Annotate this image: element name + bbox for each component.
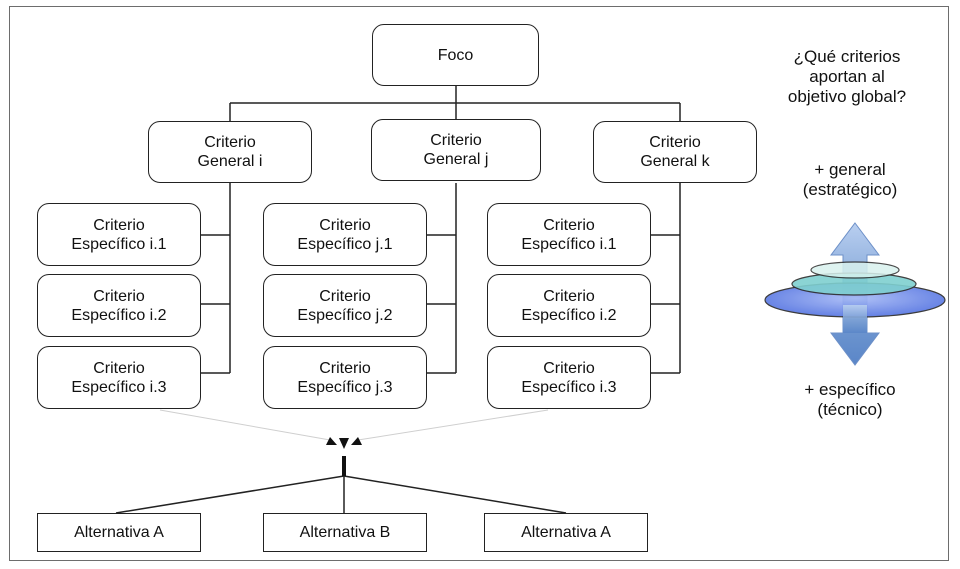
alternative-label: Alternativa B	[299, 524, 391, 541]
node-line: General j	[423, 151, 489, 168]
focus-node: Foco	[372, 24, 539, 86]
scale-bottom-label: + específico (técnico)	[770, 380, 930, 420]
node-line: Específico i.3	[521, 378, 617, 396]
node-line: Criterio	[93, 359, 145, 377]
node-line: Criterio	[543, 216, 595, 234]
scale-bottom-line: (técnico)	[817, 400, 883, 419]
node-line: Criterio	[543, 359, 595, 377]
node-line: Criterio	[319, 287, 371, 305]
alternative-label: Alternativa A	[521, 524, 611, 541]
node-line: Criterio	[649, 134, 701, 151]
scale-top-label: + general (estratégico)	[770, 160, 930, 200]
node-line: Criterio	[93, 287, 145, 305]
question-line: ¿Qué criterios	[793, 47, 901, 66]
diagram-frame	[9, 6, 949, 561]
node-line: General i	[197, 153, 263, 170]
focus-label: Foco	[437, 46, 474, 64]
node-line: Criterio	[319, 359, 371, 377]
node-line: Específico i.1	[71, 235, 167, 253]
question-line: objetivo global?	[787, 87, 907, 106]
node-line: Criterio	[543, 287, 595, 305]
scale-bottom-line: + específico	[804, 380, 896, 399]
node-line: Específico i.1	[521, 235, 617, 253]
scale-top-line: + general	[814, 160, 886, 179]
node-line: General k	[640, 153, 710, 170]
node-line: Específico j.1	[297, 235, 393, 253]
node-line: Específico i.2	[71, 306, 167, 324]
alternative-a-left: Alternativa A	[37, 513, 201, 552]
node-line: Específico i.3	[71, 378, 167, 396]
alternative-label: Alternativa A	[74, 524, 164, 541]
node-line: Criterio	[204, 134, 256, 151]
hierarchy-scale-graphic	[764, 222, 946, 366]
node-line: Criterio	[430, 132, 482, 149]
scale-top-line: (estratégico)	[802, 180, 898, 199]
question-text: ¿Qué criterios aportan al objetivo globa…	[762, 47, 932, 107]
question-line: aportan al	[809, 67, 885, 86]
alternative-a-right: Alternativa A	[484, 513, 648, 552]
node-line: Específico j.2	[297, 306, 393, 324]
alternative-b: Alternativa B	[263, 513, 427, 552]
node-line: Específico j.3	[297, 378, 393, 396]
node-line: Específico i.2	[521, 306, 617, 324]
node-line: Criterio	[93, 216, 145, 234]
disc-top-icon	[810, 261, 900, 279]
node-line: Criterio	[319, 216, 371, 234]
